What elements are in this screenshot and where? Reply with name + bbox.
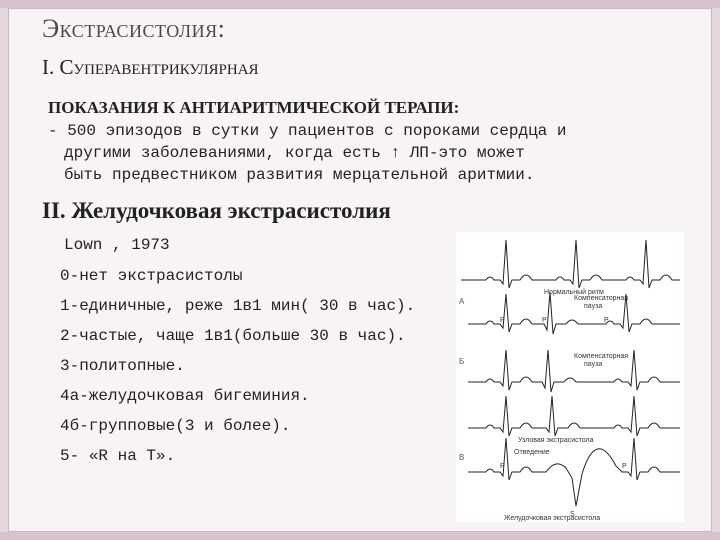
- ecg-label-compensatory: Компенсаторная: [574, 295, 628, 302]
- ecg-wave-p: P: [500, 317, 505, 324]
- top-border-strip: [0, 0, 720, 8]
- ecg-trace-b: [468, 349, 680, 393]
- ecg-trace-normal: [461, 239, 680, 289]
- ecg-label-lead: Отведение: [514, 449, 550, 456]
- ecg-row-letter: Б: [459, 357, 464, 366]
- ecg-label-pause: пауза: [584, 361, 602, 368]
- indications-heading: ПОКАЗАНИЯ К АНТИАРИТМИЧЕСКОЙ ТЕРАПИ:: [48, 98, 460, 117]
- lown-class-item: 3-политопные.: [60, 357, 185, 375]
- ecg-wave-p: P: [500, 463, 505, 470]
- ecg-label-compensatory: Компенсаторная: [574, 353, 628, 360]
- ecg-trace-a: [468, 291, 680, 335]
- ecg-wave-p: P: [622, 463, 627, 470]
- lown-class-item: 2-частые, чаще 1в1(больше 30 в час).: [60, 327, 406, 345]
- lown-class-item: 0-нет экстрасистолы: [60, 267, 243, 285]
- lown-class-item: 1-единичные, реже 1в1 мин( 30 в час).: [60, 297, 416, 315]
- ecg-illustration: Нормальный ритм А P P P Компенсаторная п…: [459, 239, 680, 522]
- lown-class-item: 5- «R на Т».: [60, 447, 176, 465]
- ecg-label-s: S: [570, 511, 575, 518]
- ecg-trace-ventricular: [468, 437, 680, 507]
- slide-subtitle: I. Суперавентрикулярная: [42, 55, 259, 79]
- bottom-border-strip: [0, 532, 720, 540]
- lown-class-item: 4б-групповые(3 и более).: [60, 417, 291, 435]
- ecg-row-letter: В: [459, 453, 464, 462]
- ecg-wave-p: P: [604, 317, 609, 324]
- indication-line: - 500 эпизодов в сутки у пациентов с пор…: [48, 122, 567, 140]
- ecg-row-letter: А: [459, 297, 465, 306]
- section-ventricular-title: II. Желудочковая экстрасистолия: [42, 198, 391, 223]
- lown-class-item: 4а-желудочковая бигеминия.: [60, 387, 310, 405]
- ecg-figure: Нормальный ритм А P P P Компенсаторная п…: [456, 232, 684, 522]
- ecg-label-nodal: Узловая экстрасистола: [518, 437, 594, 444]
- indication-line: другими заболеваниями, когда есть ↑ ЛП-э…: [64, 144, 525, 162]
- ecg-label-normal: Нормальный ритм: [544, 288, 604, 296]
- slide-title: Экстрасистолия:: [42, 14, 226, 43]
- ecg-label-ventricular: Желудочковая экстрасистола: [504, 515, 600, 522]
- indication-line: быть предвестником развития мерцательной…: [64, 166, 535, 184]
- lown-reference: Lown , 1973: [64, 236, 170, 254]
- ecg-trace-nodal: [468, 395, 680, 437]
- ecg-label-pause: пауза: [584, 303, 602, 310]
- ecg-wave-p: P: [542, 317, 547, 324]
